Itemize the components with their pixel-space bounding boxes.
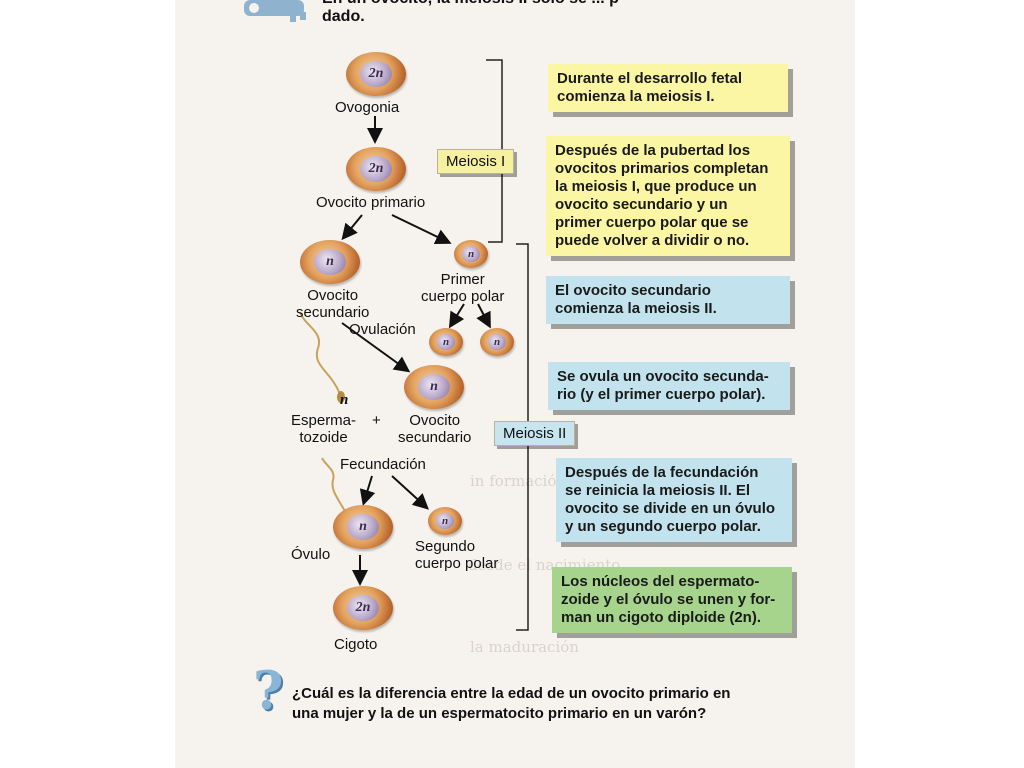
explanation-box-6: Los núcleos del espermato- zoide y el óv… [552, 567, 792, 633]
nucleus: n [462, 246, 480, 262]
cigoto-cell: 2n [333, 586, 393, 630]
ovocito-secundario-label: Ovocito secundario [296, 287, 370, 321]
question-mark-icon: ? [253, 661, 284, 722]
espermatozoide-label: Esperma- tozoide [291, 412, 357, 446]
polar-body-division-cell: n [480, 328, 514, 356]
sperm-head [337, 391, 345, 403]
header-line-2: dado. [322, 8, 365, 25]
ovocito-secundario-cell: n [300, 240, 360, 284]
nucleus: n [418, 374, 450, 400]
primer-cuerpo-polar-cell: n [454, 240, 488, 268]
explanation-box-3: El ovocito secundario comienza la meiosi… [546, 276, 790, 324]
sperm-tail [321, 457, 353, 525]
explanation-box-4: Se ovula un ovocito secunda- rio (y el p… [548, 362, 790, 410]
key-icon [244, 0, 306, 22]
ovogonia-label: Ovogonia [335, 99, 400, 116]
review-question: ¿Cuál es la diferencia entre la edad de … [292, 685, 731, 722]
bleed-through-text: la maduración [470, 638, 579, 656]
ovocito-secundario-ovulado-cell: n [404, 365, 464, 409]
nucleus: 2n [360, 156, 392, 182]
nucleus: n [436, 513, 454, 529]
meiosis-1-tag: Meiosis I [437, 149, 515, 174]
cigoto-label: Cigoto [334, 636, 378, 653]
plus-sign: + [372, 412, 381, 429]
nucleus: n [437, 334, 455, 350]
nucleus: 2n [360, 61, 392, 87]
explanation-box-5: Después de la fecundación se reinicia la… [556, 458, 792, 542]
ovogonia-cell: 2n [346, 52, 406, 96]
meiosis-2-tag: Meiosis II [494, 421, 576, 446]
segundo-cuerpo-polar-label: Segundo cuerpo polar [415, 538, 499, 572]
segundo-cuerpo-polar-cell: n [428, 507, 462, 535]
ovulacion-label: Ovulación [349, 321, 416, 338]
nucleus: n [347, 514, 379, 540]
explanation-box-2: Después de la pubertad los ovocitos prim… [546, 136, 790, 256]
ovocito-primario-label: Ovocito primario [316, 194, 426, 211]
sperm-tail [299, 311, 341, 395]
ovulo-label: Óvulo [291, 546, 331, 563]
flow-arrows [341, 116, 491, 586]
header-line-1: En un ovocito, la meiosis II sólo se ...… [322, 0, 619, 8]
explanation-box-1: Durante el desarrollo fetal comienza la … [548, 64, 788, 112]
ovocito-secundario-ovulado-label: Ovocito secundario [398, 412, 472, 446]
ovocito-primario-cell: 2n [346, 147, 406, 191]
fecundacion-label: Fecundación [340, 456, 426, 473]
nucleus: n [488, 334, 506, 350]
espermatozoide-ploidy: n [340, 392, 349, 408]
primer-cuerpo-polar-label: Primer cuerpo polar [421, 271, 505, 305]
nucleus: n [314, 249, 346, 275]
nucleus: 2n [347, 595, 379, 621]
polar-body-division-cell: n [429, 328, 463, 356]
ovulo-cell: n [333, 505, 393, 549]
